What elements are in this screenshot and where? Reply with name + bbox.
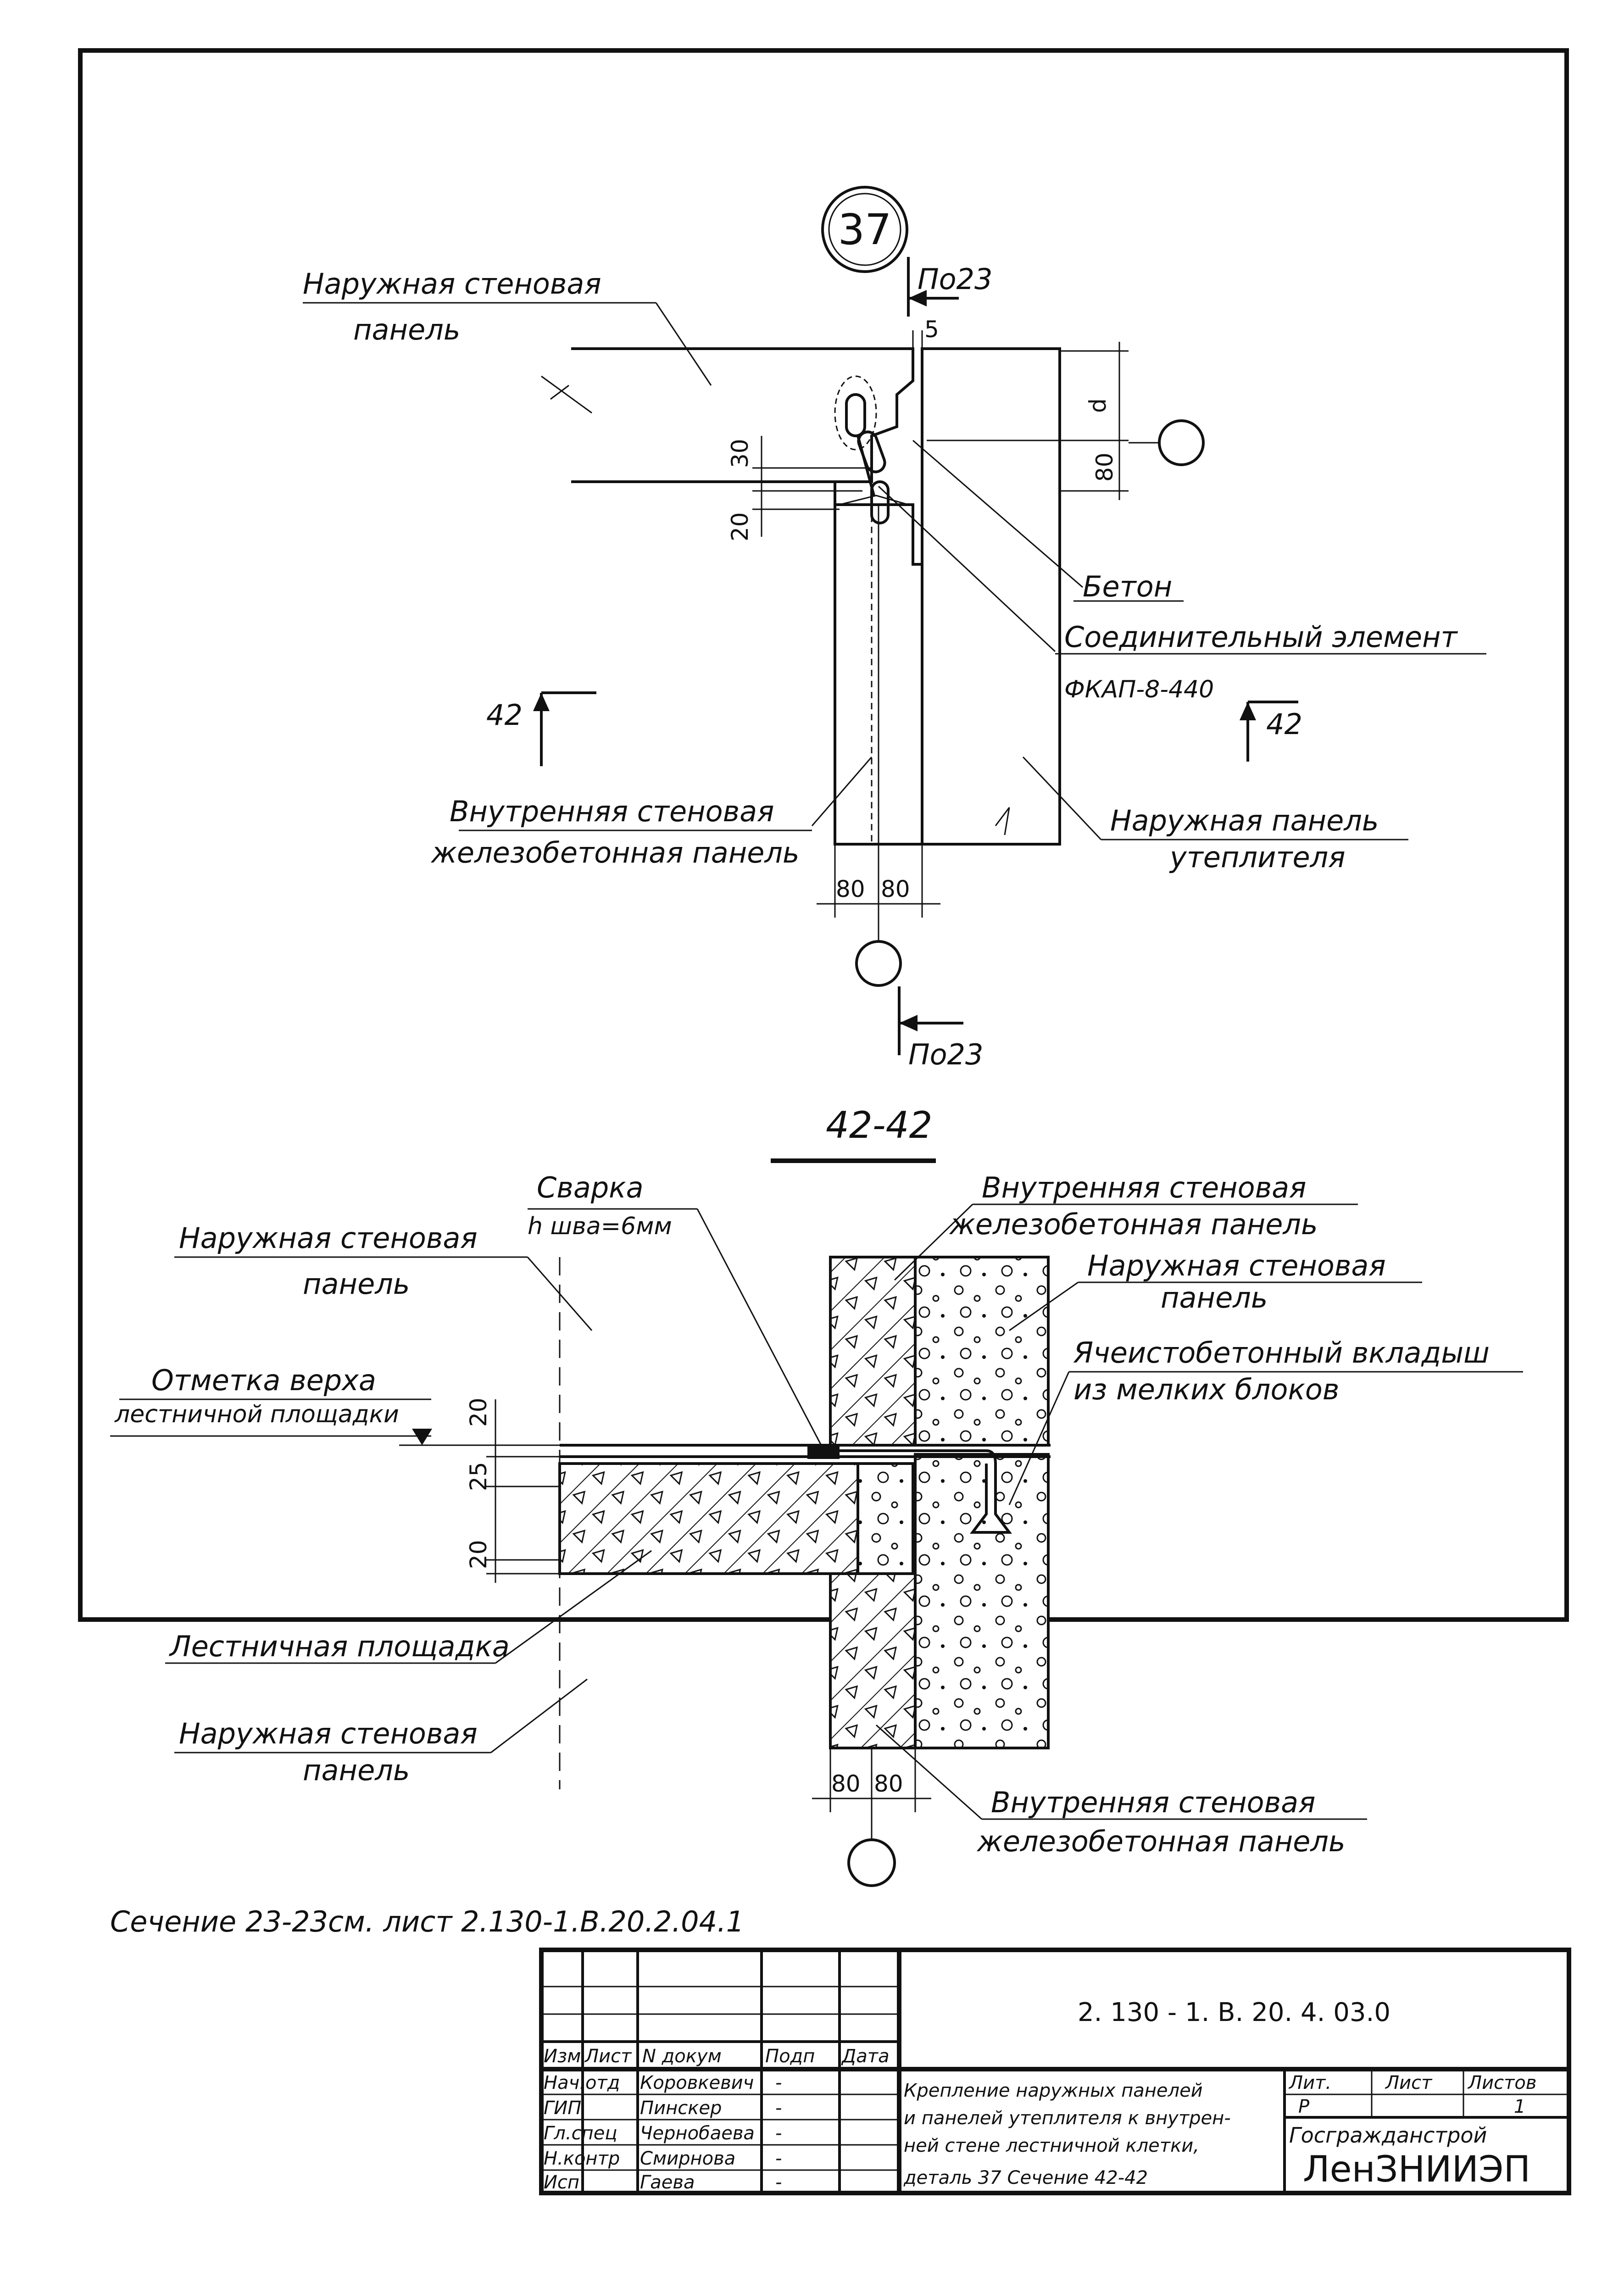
inner-wall-lower bbox=[829, 1572, 917, 1749]
tb-sheet-label: Лист bbox=[1385, 2072, 1433, 2093]
label-outer-left-2: панель bbox=[303, 1267, 410, 1301]
connector-element bbox=[834, 375, 890, 524]
tb-sheets-label: Листов bbox=[1467, 2072, 1536, 2093]
tb-name-5: Гаева bbox=[640, 2172, 695, 2193]
tb-header-date: Дата bbox=[841, 2046, 890, 2067]
label-cell-insert-2: из мелких блоков bbox=[1073, 1373, 1339, 1406]
cut-left-label: 42 bbox=[486, 698, 523, 732]
tb-name-4: Смирнова bbox=[640, 2148, 735, 2169]
label-cell-insert: Ячеистобетонный вкладыш bbox=[1073, 1336, 1490, 1369]
label-inner-panel: Внутренняя стеновая bbox=[450, 795, 774, 828]
tb-stage-label: Лит. bbox=[1288, 2072, 1331, 2093]
tb-header-sign: Подп bbox=[765, 2046, 815, 2067]
landing-slab bbox=[558, 1462, 859, 1575]
label-landing: Лестничная площадка bbox=[169, 1630, 510, 1663]
label-level-2: лестничной площадки bbox=[114, 1401, 399, 1428]
tb-header-list: Лист bbox=[584, 2046, 632, 2067]
label-outer-right-2: панель bbox=[1161, 1281, 1268, 1314]
tb-sheet: 1 bbox=[1514, 2096, 1525, 2117]
label-outer-right: Наружная стеновая bbox=[1087, 1249, 1386, 1282]
tb-sign-3: - bbox=[775, 2123, 782, 2144]
dim-80-c: 80 bbox=[831, 1770, 861, 1797]
label-concrete: Бетон bbox=[1083, 570, 1172, 603]
axis-marker-section bbox=[847, 1838, 896, 1887]
label-inner-top: Внутренняя стеновая bbox=[982, 1171, 1306, 1204]
tb-doc-code: 2. 130 - 1. В. 20. 4. 03.0 bbox=[1078, 1998, 1390, 2027]
tb-sign-5: - bbox=[775, 2172, 782, 2193]
tb-role-5: Исп bbox=[544, 2172, 579, 2193]
label-insul-panel: Наружная панель bbox=[1110, 804, 1379, 837]
detail-marker bbox=[821, 186, 908, 273]
label-level: Отметка верха bbox=[151, 1364, 376, 1397]
tb-role-3: Гл.спец bbox=[544, 2123, 617, 2144]
label-connector: Соединительный элемент bbox=[1064, 620, 1458, 654]
tb-role-2: ГИП bbox=[544, 2098, 581, 2119]
tb-sign-1: - bbox=[775, 2072, 782, 2093]
tb-desc-1: Крепление наружных панелей bbox=[904, 2080, 1203, 2101]
dim-gap: 5 bbox=[924, 316, 939, 343]
detail-number: 37 bbox=[838, 205, 891, 254]
tb-header-doc: N докум bbox=[642, 2046, 722, 2067]
weld-spec: h шва=6мм bbox=[528, 1213, 672, 1240]
axis-marker-right bbox=[1158, 419, 1205, 466]
inner-wall-upper bbox=[829, 1256, 917, 1447]
section-note: Сечение 23-23см. лист 2.130-1.В.20.2.04.… bbox=[110, 1905, 744, 1938]
tb-name-3: Чернобаева bbox=[640, 2123, 755, 2144]
detail-37: 37 По23 Наружная стеновая панель bbox=[303, 186, 1486, 1071]
tb-name-2: Пинскер bbox=[640, 2098, 722, 2119]
dim-80-right: 80 bbox=[1091, 452, 1118, 482]
tb-org-top: Госгражданстрой bbox=[1289, 2123, 1487, 2148]
label-inner-panel-2: железобетонная панель bbox=[430, 836, 800, 869]
tb-desc-3: ней стене лестничной клетки, bbox=[904, 2135, 1199, 2156]
tb-sign-4: - bbox=[775, 2148, 782, 2169]
axis-marker-bottom bbox=[855, 940, 902, 987]
label-outer-panel: Наружная стеновая bbox=[303, 267, 601, 301]
tb-desc-4: деталь 37 Сечение 42-42 bbox=[903, 2167, 1148, 2188]
dim-20-top: 20 bbox=[465, 1397, 492, 1427]
dim-25: 25 bbox=[465, 1462, 492, 1491]
section-title: 42-42 bbox=[826, 1104, 932, 1147]
tb-name-1: Коровкевич bbox=[640, 2072, 754, 2093]
tb-role-4: Н.контр bbox=[544, 2148, 620, 2169]
label-outer-panel-2: панель bbox=[353, 313, 460, 346]
label-outer-left: Наружная стеновая bbox=[179, 1221, 478, 1255]
label-inner-bottom-2: железобетонная панель bbox=[976, 1825, 1346, 1858]
section-ref-top: По23 bbox=[918, 262, 992, 296]
title-block: Изм Лист N докум Подп Дата Нач.отд Коров… bbox=[539, 1948, 1571, 2195]
dim-d: d bbox=[1085, 398, 1111, 413]
dim-80-a: 80 bbox=[836, 876, 865, 902]
dim-20-bot: 20 bbox=[465, 1540, 492, 1569]
label-outer-bottom: Наружная стеновая bbox=[179, 1717, 478, 1750]
cut-right-label: 42 bbox=[1266, 707, 1302, 741]
label-inner-bottom: Внутренняя стеновая bbox=[991, 1786, 1315, 1819]
tb-org: ЛенЗНИИЭП bbox=[1303, 2149, 1530, 2190]
insulation-upper bbox=[914, 1256, 1050, 1447]
label-connector-spec: ФКАП-8-440 bbox=[1064, 676, 1214, 703]
tb-stage: Р bbox=[1298, 2096, 1310, 2117]
dim-80-d: 80 bbox=[874, 1770, 903, 1797]
insulation-panel bbox=[921, 347, 1061, 846]
section-ref-bottom: По23 bbox=[908, 1038, 983, 1071]
weld-label: Сварка bbox=[537, 1171, 644, 1204]
tb-header-izm: Изм bbox=[544, 2046, 581, 2067]
tb-desc-2: и панелей утеплителя к внутрен- bbox=[904, 2108, 1231, 2129]
weld-anchor bbox=[807, 1449, 1012, 1534]
dim-20: 20 bbox=[727, 512, 753, 541]
insulation-lower bbox=[914, 1453, 1050, 1749]
dim-30: 30 bbox=[727, 439, 753, 468]
label-outer-bottom-2: панель bbox=[303, 1754, 410, 1787]
dim-80-b: 80 bbox=[881, 876, 910, 902]
label-inner-top-2: железобетонная панель bbox=[949, 1208, 1318, 1241]
section-42-42: 42-42 Сварка h шва=6мм Внутренняя стенов… bbox=[110, 1104, 1523, 1887]
tb-role-1: Нач.отд bbox=[544, 2072, 620, 2093]
label-insul-panel-2: утеплителя bbox=[1169, 841, 1346, 874]
tb-sign-2: - bbox=[775, 2098, 782, 2119]
